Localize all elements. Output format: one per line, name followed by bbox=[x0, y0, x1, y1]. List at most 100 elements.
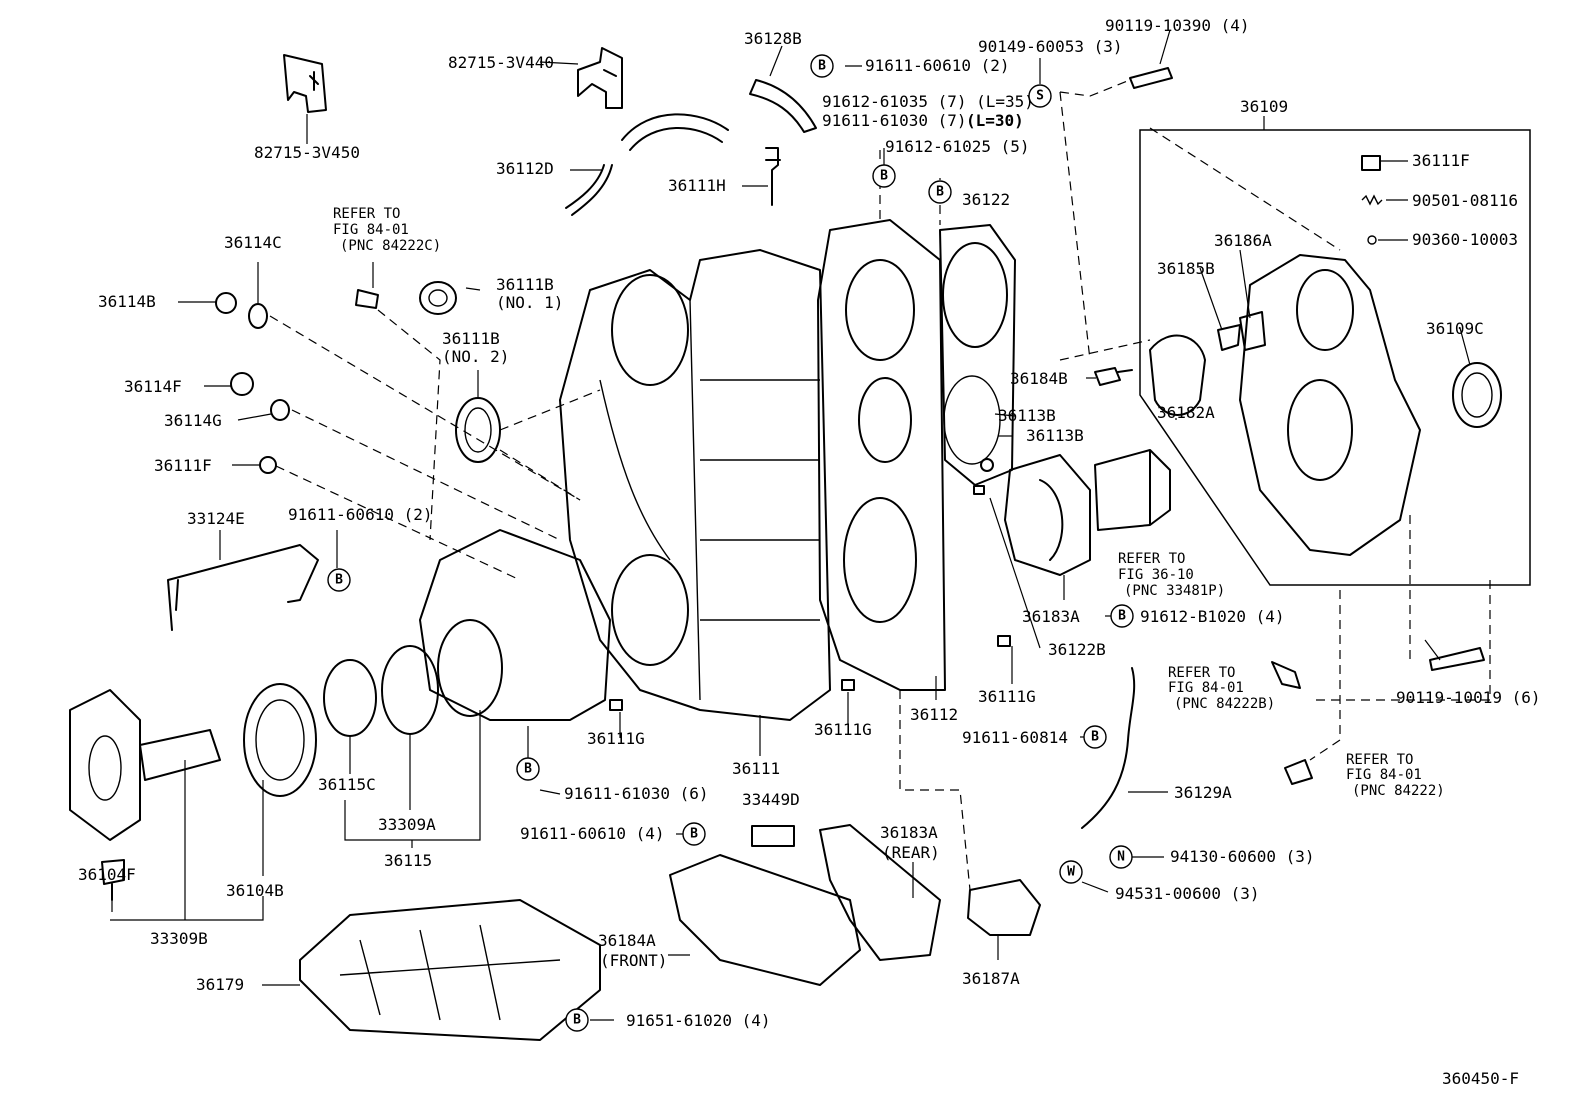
label-82715-3v440: 82715-3V440 bbox=[448, 53, 554, 72]
label-33309b: 33309B bbox=[150, 929, 208, 948]
label-33449d: 33449D bbox=[742, 790, 800, 809]
label-36111g-c: 36111G bbox=[978, 687, 1036, 706]
marker-b-text: B bbox=[573, 1013, 581, 1028]
marker-b bbox=[682, 822, 706, 846]
marker-b-text: B bbox=[524, 762, 532, 777]
rear-case-36109 bbox=[1239, 254, 1421, 556]
bolt-90119-10390 bbox=[1129, 67, 1173, 89]
label-36111b-no2: 36111B bbox=[442, 329, 500, 348]
label-refer3-line2: FIG 84-01 bbox=[1168, 680, 1244, 696]
label-90360-10003: 90360-10003 bbox=[1412, 230, 1518, 249]
cover-36183a bbox=[1004, 454, 1091, 576]
marker-b-text: B bbox=[818, 59, 826, 74]
label-36187a: 36187A bbox=[962, 969, 1020, 988]
label-91612-61025: 91612-61025 (5) bbox=[885, 137, 1030, 156]
oring-36113b bbox=[980, 458, 994, 472]
label-36186a: 36186A bbox=[1214, 231, 1272, 250]
marker-n-text: N bbox=[1117, 850, 1125, 865]
label-refer1-line3: (PNC 84222C) bbox=[340, 238, 441, 254]
plug-36122b bbox=[973, 485, 985, 495]
plug-36114f bbox=[230, 372, 254, 396]
case-plate-36112 bbox=[817, 219, 946, 691]
plug-36184b bbox=[1094, 367, 1133, 386]
ball-90360 bbox=[1367, 235, 1377, 245]
label-94531-00600: 94531-00600 (3) bbox=[1115, 884, 1260, 903]
case-36109-box bbox=[1139, 129, 1531, 586]
figure-code: 360450-F bbox=[1442, 1069, 1519, 1088]
plug-36111g-a bbox=[609, 699, 623, 711]
label-36111f-left: 36111F bbox=[154, 456, 212, 475]
label-33124e: 33124E bbox=[187, 509, 245, 528]
label-36112: 36112 bbox=[910, 705, 958, 724]
bracket-36187a bbox=[967, 879, 1041, 936]
label-36111g-a: 36111G bbox=[587, 729, 645, 748]
marker-b bbox=[928, 180, 952, 204]
label-36183a: 36183A bbox=[1022, 607, 1080, 626]
seal-36111b-no1 bbox=[419, 281, 457, 315]
label-91611-60610-2-mid: 91611-60610 (2) bbox=[288, 505, 433, 524]
label-36113b-1: 36113B bbox=[998, 406, 1056, 425]
marker-b-text: B bbox=[1091, 730, 1099, 745]
label-refer2-line3: (PNC 33481P) bbox=[1124, 583, 1225, 599]
bolt-36104f bbox=[101, 859, 125, 901]
marker-b-text: B bbox=[936, 185, 944, 200]
label-36111b-no1-sub: (NO. 1) bbox=[496, 293, 563, 312]
label-90149-60053: 90149-60053 (3) bbox=[978, 37, 1123, 56]
hose-36112d bbox=[565, 164, 613, 216]
lever-36185b bbox=[1217, 324, 1241, 351]
spring-90501 bbox=[1361, 194, 1383, 206]
marker-b bbox=[1110, 604, 1134, 628]
gasket-36122 bbox=[939, 224, 1016, 486]
label-36109c: 36109C bbox=[1426, 319, 1484, 338]
plate-33449d bbox=[751, 825, 795, 847]
label-91611-61030-7: 91611-61030 (7) bbox=[822, 111, 967, 130]
label-91611-60610-4: 91611-60610 (4) bbox=[520, 824, 665, 843]
marker-b bbox=[327, 568, 351, 592]
marker-w bbox=[1059, 860, 1083, 884]
transfer-case-36111 bbox=[559, 249, 831, 721]
marker-b bbox=[516, 757, 540, 781]
seal-36109c bbox=[1452, 362, 1502, 428]
label-91611-61030-7-length: (L=30) bbox=[966, 111, 1024, 130]
bolt-90119-10019 bbox=[1429, 647, 1485, 671]
flange-shaft-33309b bbox=[69, 689, 221, 841]
label-refer2-line2: FIG 36-10 bbox=[1118, 567, 1194, 583]
front-cover bbox=[419, 529, 611, 721]
label-36114b: 36114B bbox=[98, 292, 156, 311]
label-refer4-line1: REFER TO bbox=[1346, 752, 1413, 768]
label-36179: 36179 bbox=[196, 975, 244, 994]
label-36129a: 36129A bbox=[1174, 783, 1232, 802]
marker-b-text: B bbox=[1118, 609, 1126, 624]
marker-b-text: B bbox=[335, 573, 343, 588]
label-36115: 36115 bbox=[384, 851, 432, 870]
label-36111h: 36111H bbox=[668, 176, 726, 195]
label-refer3-line1: REFER TO bbox=[1168, 665, 1235, 681]
marker-b bbox=[810, 54, 834, 78]
skid-plate-36179 bbox=[299, 899, 601, 1041]
tube-36129a bbox=[1081, 667, 1136, 829]
plug-36111f-right bbox=[1361, 155, 1381, 171]
marker-b bbox=[872, 164, 896, 188]
label-36182a: 36182A bbox=[1157, 403, 1215, 422]
label-36104f: 36104F bbox=[78, 865, 136, 884]
breather-36111h bbox=[765, 147, 781, 206]
strap-36128b bbox=[749, 79, 817, 133]
piston-33481p bbox=[1094, 449, 1171, 531]
label-refer1-line2: FIG 84-01 bbox=[333, 222, 409, 238]
seal-36104b bbox=[243, 683, 317, 797]
plug-36111g-c bbox=[997, 635, 1011, 647]
bracket-82715-3v440 bbox=[577, 47, 623, 109]
part-labels: 82715-3V440 82715-3V450 36128B 91611-606… bbox=[78, 16, 1541, 1088]
marker-b-text: B bbox=[690, 827, 698, 842]
label-refer3-line3: (PNC 84222B) bbox=[1174, 696, 1275, 712]
label-90501-08116: 90501-08116 bbox=[1412, 191, 1518, 210]
gasket-36114g bbox=[270, 399, 290, 421]
hose-upper bbox=[621, 113, 729, 151]
label-36111f-right: 36111F bbox=[1412, 151, 1470, 170]
label-33309a: 33309A bbox=[378, 815, 436, 834]
gasket-36114c bbox=[248, 303, 268, 329]
plug-36114b bbox=[215, 292, 237, 314]
marker-w-text: W bbox=[1067, 865, 1075, 880]
plug-36111f-left bbox=[259, 456, 277, 474]
